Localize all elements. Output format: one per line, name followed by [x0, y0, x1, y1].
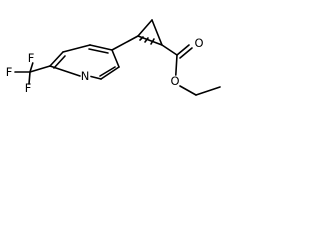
bond-cp-top-right: [137, 19, 153, 37]
bond-c6-c7-inner: [99, 66, 116, 77]
stereo-hash-1: [139, 36, 144, 41]
bond-c7-n: [90, 75, 102, 80]
stereo-hash-2: [144, 37, 149, 43]
bond-c3-c4: [62, 44, 91, 53]
bond-c4-c5: [89, 44, 113, 51]
ester-oxygen-label: O: [170, 74, 179, 88]
bond-c6-c7: [100, 66, 120, 80]
bond-c4-c5-inner: [88, 48, 109, 54]
stereo-hash-3: [150, 38, 155, 45]
carbonyl-oxygen-label: O: [194, 36, 203, 50]
bond-ch2-ch3: [195, 86, 221, 96]
bond-c5-c6: [111, 49, 120, 68]
pyridine-nitrogen-label: N: [81, 69, 90, 83]
bond-c-o-ester: [175, 54, 178, 76]
pyridine-ring: [49, 44, 120, 80]
bond-carbonyl-o-a: [176, 44, 190, 56]
bond-o-ch2: [179, 85, 197, 96]
fluorine-left-label: F: [6, 65, 13, 79]
ester-group: [161, 44, 221, 96]
chemical-structure: F F F N O O: [6, 19, 221, 96]
bond-cf3-ring: [29, 65, 51, 73]
bond-c2-c3: [49, 51, 64, 67]
bond-cf3-top: [29, 62, 34, 73]
fluorine-top-label: F: [28, 51, 35, 65]
bond-cp-carbonyl: [161, 44, 178, 56]
bond-cp-right: [151, 19, 163, 46]
bond-ring-cyclopropane: [111, 35, 139, 51]
bond-n-c2: [49, 65, 81, 77]
cyclopropane-ring: [111, 19, 163, 51]
bond-cf3-bottom: [28, 71, 31, 85]
bond-c2-c3-inner: [53, 55, 66, 69]
bond-carbonyl-o-b: [179, 47, 193, 59]
fluorine-bottom-label: F: [25, 81, 32, 95]
trifluoromethyl-group: [14, 62, 51, 85]
